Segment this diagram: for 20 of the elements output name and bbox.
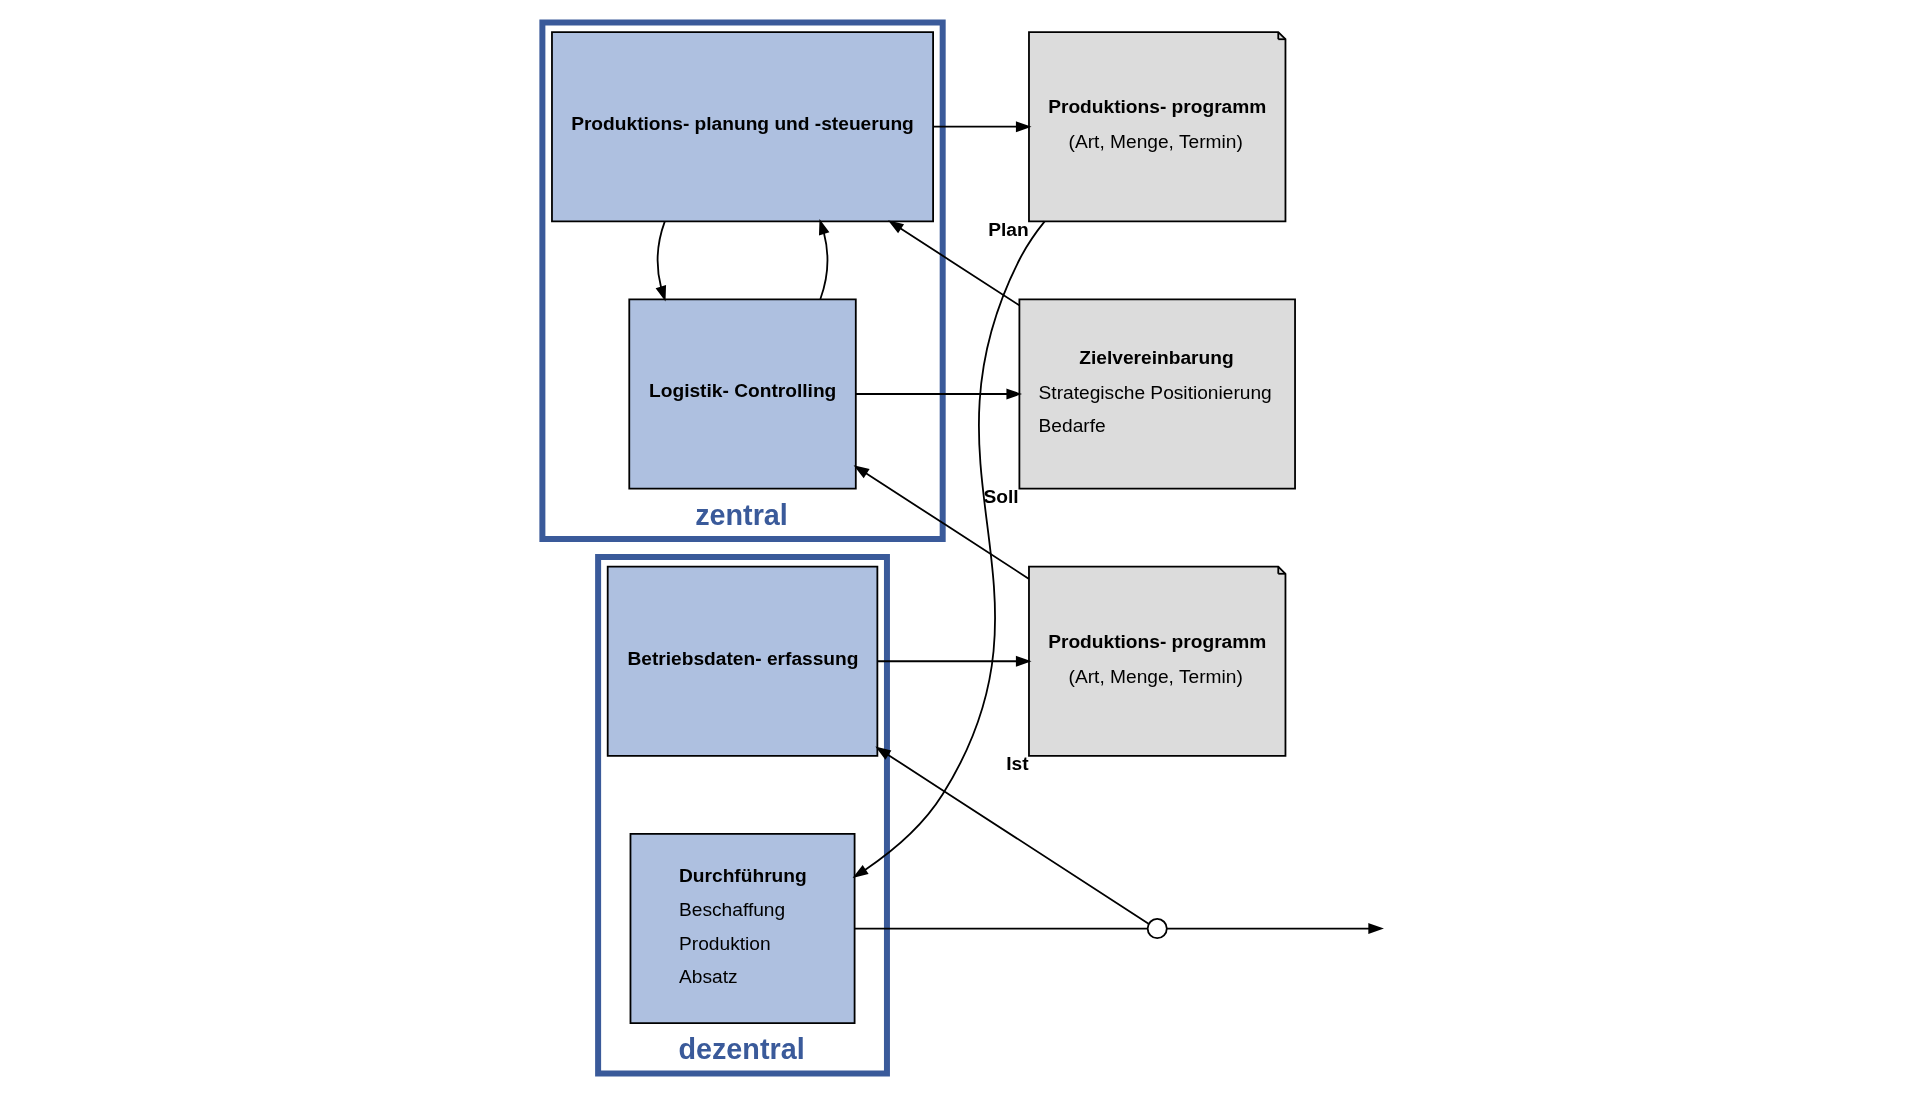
arrow [655,220,666,302]
arrow [876,655,1031,667]
arrow [887,220,1020,307]
arrow [818,219,829,300]
arrow [1165,923,1384,934]
node-label: Plan [987,218,1029,240]
arrow [874,746,1149,925]
node-circle [1146,918,1168,939]
node-box: Produktions- planung und -steuerung [550,31,934,223]
node-box: Durchführung Beschaffung Produktion Absatz [629,832,855,1025]
node-box: Zielvereinbarung Strategische Positionierung Bedarfe [1018,298,1296,490]
connector [853,927,1148,930]
node-label: Ist [1005,753,1029,775]
node-box: Logistik- Controlling [627,298,857,490]
node-label: Soll [982,485,1019,507]
arrow [854,388,1022,400]
arrow [853,465,1030,580]
node-box: Betriebsdaten- erfassung [606,565,878,757]
arrow [931,121,1032,133]
arrow [852,220,1046,878]
